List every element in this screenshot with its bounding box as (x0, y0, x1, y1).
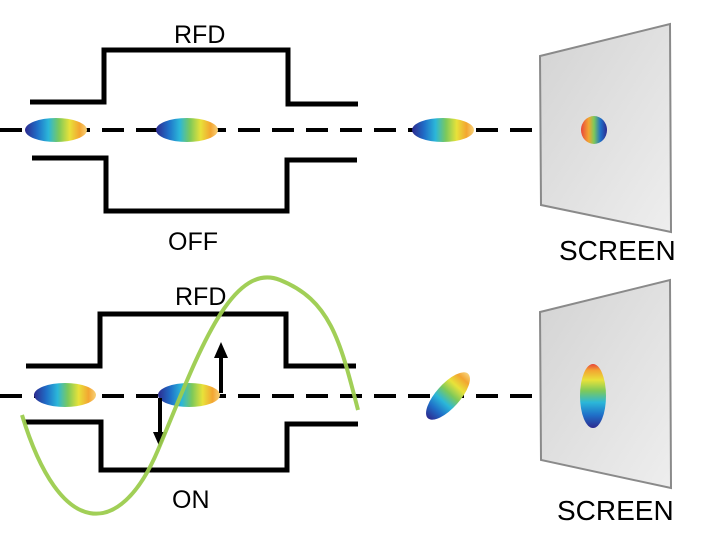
bunch-2 (158, 383, 220, 407)
rfd-label: RFD (175, 283, 226, 311)
state-label: OFF (168, 228, 218, 256)
top-panel: RFD OFF SCREEN (0, 21, 676, 266)
beam-spot-streak (580, 364, 606, 428)
bunch-3 (412, 118, 474, 142)
bunch-1 (34, 383, 96, 407)
screen (538, 278, 673, 490)
bunch-3-tilted (426, 372, 470, 420)
bunch-1 (25, 118, 87, 142)
rfd-cavity-lower-wall (32, 155, 357, 214)
rfd-cavity-lower-wall (24, 419, 358, 473)
rf-wave (20, 275, 360, 516)
beam-spot (581, 116, 607, 144)
bunch-2 (156, 118, 218, 142)
bottom-panel: RFD ON SCREEN (0, 275, 674, 526)
rfd-cavity-upper-wall (26, 311, 356, 369)
rfd-label: RFD (174, 21, 225, 49)
rfd-cavity-upper-wall (30, 47, 358, 107)
screen-label: SCREEN (557, 495, 674, 526)
screen-label: SCREEN (559, 235, 676, 266)
state-label: ON (172, 486, 210, 514)
